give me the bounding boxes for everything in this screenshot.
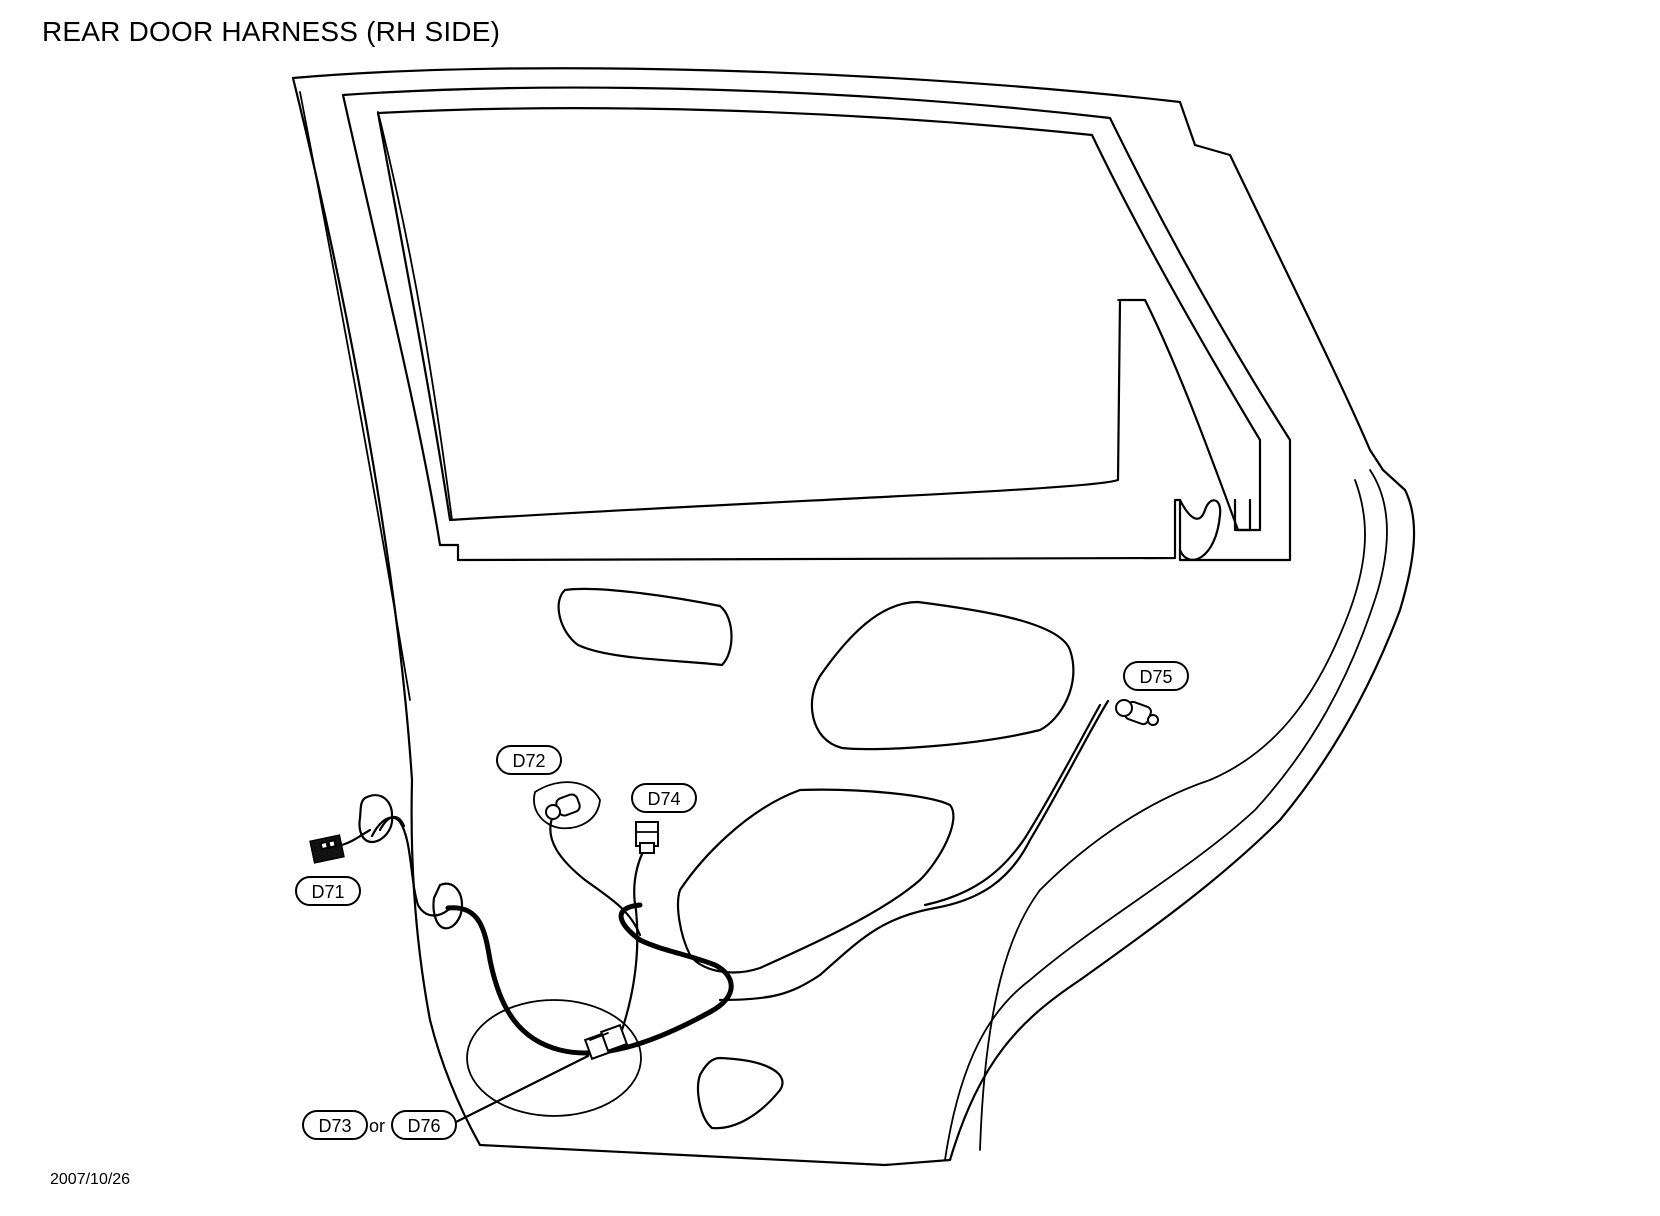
connector-d72-body bbox=[533, 781, 601, 830]
callout-d74: D74 bbox=[631, 783, 697, 813]
date-stamp: 2007/10/26 bbox=[50, 1171, 131, 1188]
callout-d71: D71 bbox=[295, 876, 361, 906]
harness-main bbox=[445, 902, 734, 1056]
door-panel-outline bbox=[291, 67, 1416, 1167]
connector-d73-d76-body bbox=[583, 1023, 629, 1061]
harness-branches bbox=[370, 699, 1110, 1032]
page-title: REAR DOOR HARNESS (RH SIDE) bbox=[42, 16, 501, 47]
callout-d73-label: D73 bbox=[318, 1116, 351, 1136]
door-grommet bbox=[358, 794, 464, 930]
detail-circle bbox=[466, 999, 642, 1117]
access-holes bbox=[557, 587, 1075, 1130]
upper-small-hole bbox=[557, 587, 733, 667]
window-frame bbox=[341, 86, 1292, 562]
d73-leader-line bbox=[448, 1054, 590, 1127]
callout-d76-label: D76 bbox=[407, 1116, 440, 1136]
lower-small-hole bbox=[696, 1056, 784, 1130]
callout-d76: D76 bbox=[391, 1110, 457, 1140]
callout-d71-label: D71 bbox=[311, 882, 344, 902]
callout-or-label: or bbox=[369, 1116, 385, 1136]
upper-large-hole bbox=[810, 600, 1075, 751]
connector-d74-body bbox=[635, 821, 659, 854]
callout-d73: D73 bbox=[302, 1110, 368, 1140]
connector-d75-body bbox=[1115, 699, 1159, 726]
middle-hole bbox=[676, 788, 955, 974]
callout-d75-label: D75 bbox=[1139, 667, 1172, 687]
callout-d75: D75 bbox=[1123, 661, 1189, 691]
connector-d71-body bbox=[309, 828, 372, 864]
callout-d74-label: D74 bbox=[647, 789, 680, 809]
callout-d72-label: D72 bbox=[512, 751, 545, 771]
callout-d72: D72 bbox=[496, 745, 562, 775]
